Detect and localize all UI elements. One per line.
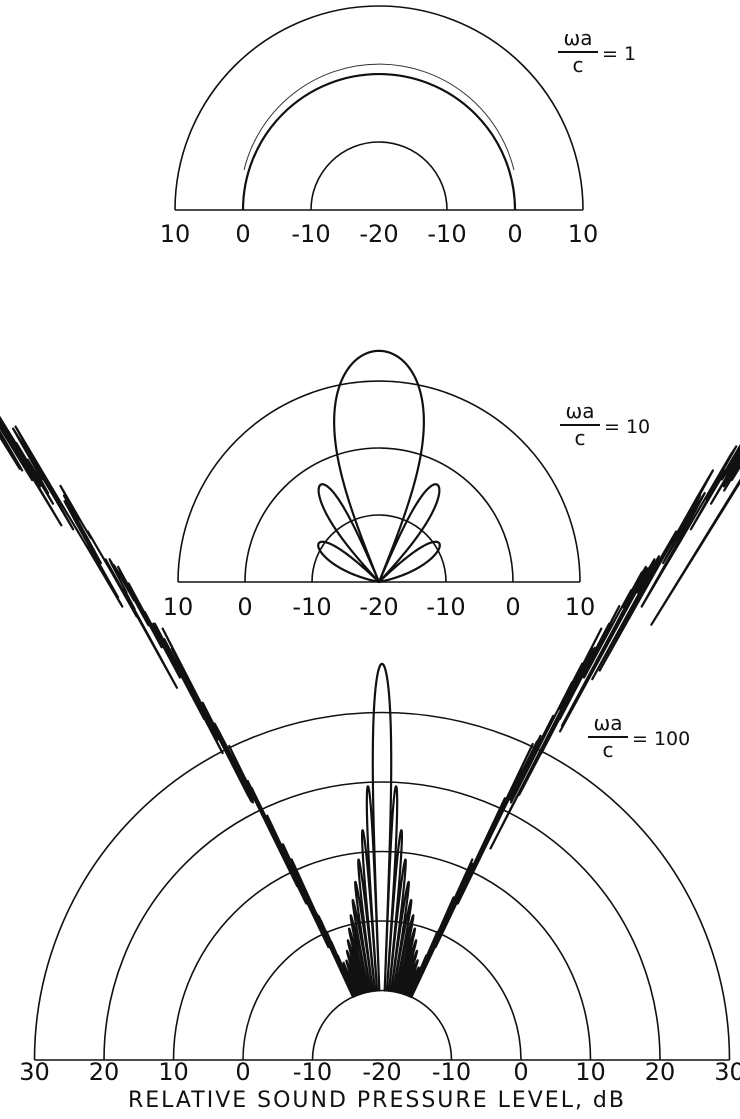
tick-label: -10	[292, 593, 331, 621]
tick-label: 10	[565, 593, 596, 621]
tick-label: 0	[507, 220, 522, 248]
grid-ring	[103, 781, 661, 1061]
tick-label: 0	[505, 593, 520, 621]
tick-label: -10	[291, 220, 330, 248]
pattern-curve	[0, 415, 740, 999]
grid-ring	[174, 5, 584, 211]
grid-ring	[172, 850, 592, 1061]
pattern-curve	[317, 349, 441, 584]
tick-label: -10	[426, 593, 465, 621]
tick-label: -10	[427, 220, 466, 248]
tick-label: 20	[645, 1058, 676, 1086]
tick-label: -10	[432, 1058, 471, 1086]
polar-plot-ka-10: 10 0 -10 -20 -10 0 10 ωa c = 10	[163, 349, 650, 621]
annotation-numerator: ωa	[593, 711, 622, 735]
tick-label: 30	[714, 1058, 740, 1086]
x-axis-label: RELATIVE SOUND PRESSURE LEVEL, dB	[128, 1088, 626, 1113]
annotation-value: = 100	[632, 728, 690, 750]
pattern-curve-trace	[243, 63, 515, 171]
tick-label: 10	[158, 1058, 189, 1086]
grid-ring	[242, 920, 522, 1061]
annotation-denominator: c	[573, 53, 584, 77]
annotation-denominator: c	[575, 426, 586, 450]
annotation-denominator: c	[603, 738, 614, 762]
annotation-value: = 10	[604, 416, 650, 438]
grid-ring	[311, 989, 453, 1061]
tick-label: 0	[235, 220, 250, 248]
tick-label: 0	[237, 593, 252, 621]
tick-label: 10	[163, 593, 194, 621]
tick-label: 0	[513, 1058, 528, 1086]
tick-label: 30	[19, 1058, 50, 1086]
polar-plot-ka-1: 10 0 -10 -20 -10 0 10 ωa c = 1	[160, 5, 636, 248]
grid-ring	[311, 514, 447, 583]
annotation-numerator: ωa	[565, 399, 594, 423]
grid-ring	[244, 447, 514, 583]
grid-ring	[310, 141, 448, 211]
tick-label: 0	[235, 1058, 250, 1086]
grid-ring	[177, 380, 581, 583]
tick-label: 20	[89, 1058, 120, 1086]
annotation-numerator: ωa	[563, 26, 592, 50]
tick-label: 10	[160, 220, 191, 248]
annotation-value: = 1	[602, 43, 636, 65]
grid-ring	[33, 711, 731, 1061]
tick-label: -10	[293, 1058, 332, 1086]
tick-label: -20	[362, 1058, 401, 1086]
tick-label: 10	[575, 1058, 606, 1086]
tick-label: -20	[359, 220, 398, 248]
tick-label: 10	[568, 220, 599, 248]
pattern-curve	[241, 72, 517, 211]
tick-label: -20	[359, 593, 398, 621]
